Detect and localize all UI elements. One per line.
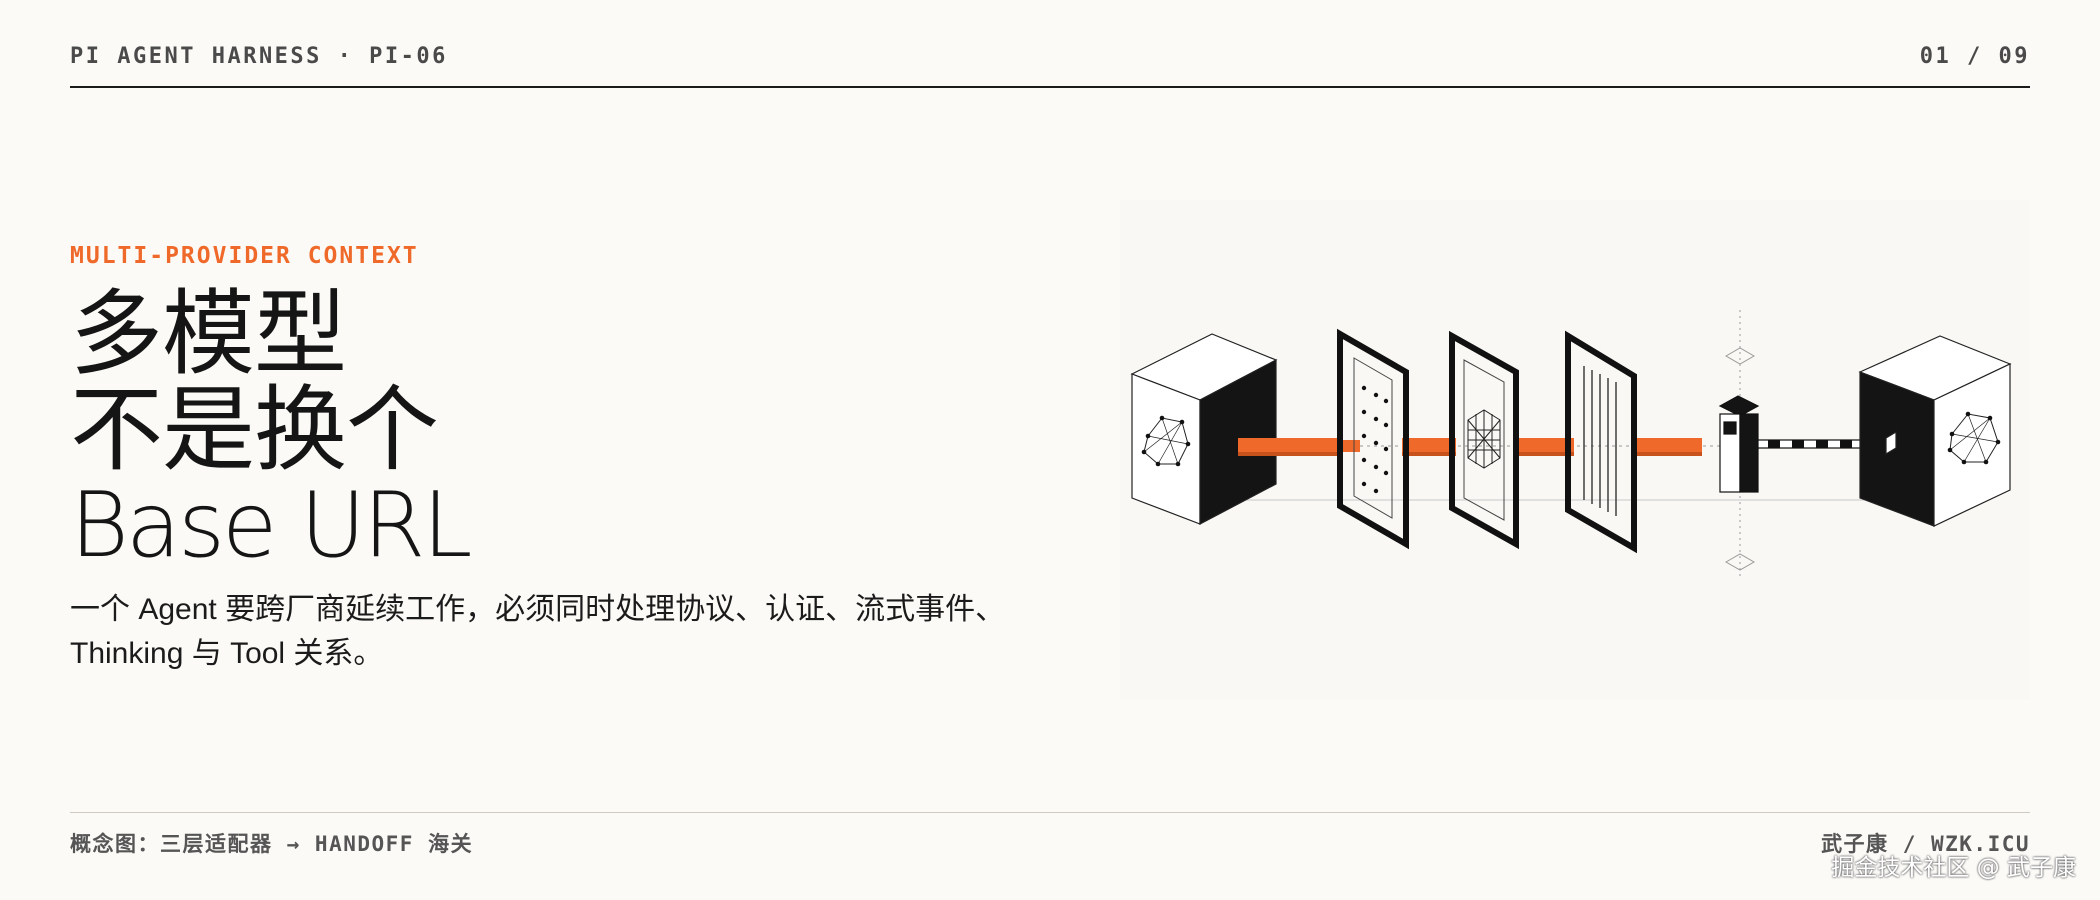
customs-booth-icon xyxy=(1718,395,1760,493)
bottom-divider xyxy=(70,812,2030,813)
author-credit: 武子康 / WZK.ICU xyxy=(1821,832,2030,856)
subtitle: 一个 Agent 要跨厂商延续工作，必须同时处理协议、认证、流式事件、 Thin… xyxy=(70,588,1060,676)
section-eyebrow: MULTI-PROVIDER CONTEXT xyxy=(70,243,419,269)
figure-caption: 概念图：三层适配器 → HANDOFF 海关 xyxy=(70,832,474,856)
page-counter: 01 / 09 xyxy=(1919,44,2030,69)
headline: 多模型 不是换个 Base URL xyxy=(70,280,473,578)
target-cube-icon xyxy=(1858,335,2012,527)
subtitle-line-1: 一个 Agent 要跨厂商延续工作，必须同时处理协议、认证、流式事件、 xyxy=(70,593,1006,626)
concept-illustration xyxy=(1120,200,2030,700)
top-bar: PI AGENT HARNESS · PI-06 01 / 09 xyxy=(70,44,2030,88)
stripes-layer-icon xyxy=(1565,330,1637,554)
dot-grid-layer-icon xyxy=(1337,328,1409,550)
subtitle-line-2: Thinking 与 Tool 关系。 xyxy=(70,637,384,670)
headline-line-2: 不是换个 xyxy=(70,376,439,484)
hex-mesh-layer-icon xyxy=(1449,330,1519,550)
series-label: PI AGENT HARNESS · PI-06 xyxy=(70,44,448,69)
source-cube-icon xyxy=(1130,333,1278,525)
headline-line-1: 多模型 xyxy=(70,280,347,388)
headline-line-3: Base URL xyxy=(70,473,473,578)
watermark: 掘金技术社区 @ 武子康 xyxy=(1831,855,2076,881)
adapter-pipeline-diagram xyxy=(1130,310,2012,580)
